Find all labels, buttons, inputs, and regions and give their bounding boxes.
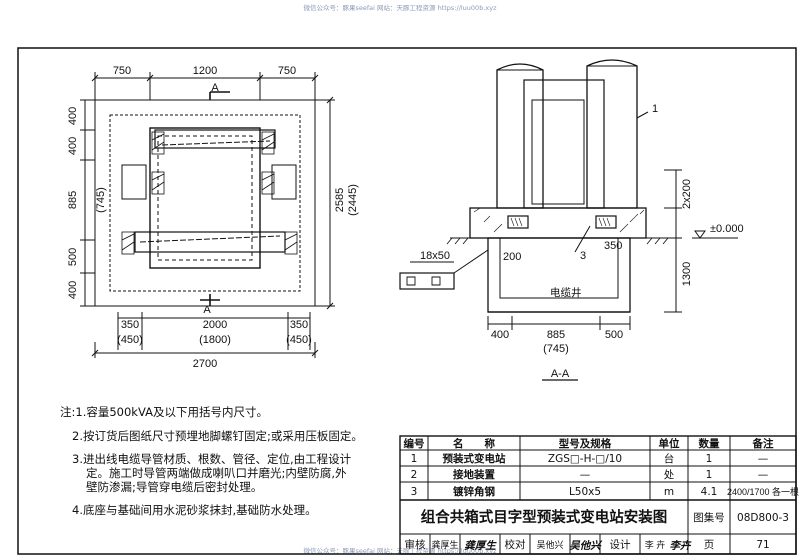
section-dim-bottom-1: 400 (491, 329, 509, 341)
table-row-1-remark: — (758, 453, 769, 465)
page-label: 页 (704, 539, 715, 551)
table-row-2-name: 接地装置 (453, 468, 495, 481)
plan-dim-bottom-3: 350 (290, 319, 308, 331)
atlas-number: 08D800-3 (737, 512, 789, 524)
table-row-3-model: L50x5 (569, 486, 601, 498)
plan-dim-top-2: 1200 (193, 65, 217, 77)
table-row-3-remark: 2400/1700 各一根 (727, 486, 799, 497)
section-view (399, 59, 738, 381)
table-header-qty: 数量 (698, 437, 720, 450)
plan-dim-bottom-2: 2000 (203, 319, 227, 331)
section-dim-2x200: 2x200 (681, 179, 693, 209)
plan-dim-bottom-1: 350 (121, 319, 139, 331)
table-row-2-remark: — (758, 469, 769, 481)
table-row-3-no: 3 (411, 486, 418, 498)
section-title: A-A (551, 368, 570, 380)
table-header-no: 编号 (404, 437, 425, 450)
plan-dim-total: 2700 (193, 358, 217, 370)
atlas-label: 图集号 (693, 511, 725, 524)
plan-dim-left-3: 885 (67, 191, 79, 209)
table-row-2-model: — (580, 469, 591, 481)
section-pit-label: 电缆井 (550, 286, 582, 299)
note-line-1: 注:1.容量500kVA及以下用括号内尺寸。 (60, 405, 268, 419)
plan-dim-left-3-alt: (745) (95, 187, 107, 213)
section-dim-350: 350 (604, 240, 622, 252)
section-elevation: ±0.000 (710, 223, 744, 235)
table-row-1-unit: 台 (664, 452, 675, 465)
section-dim-bottom-alt: (745) (543, 343, 569, 355)
sign-design-label: 设计 (610, 538, 631, 551)
sign-review-signature: 龚厚生 (464, 539, 497, 552)
sign-check-label: 校对 (505, 538, 526, 551)
table-row-3-qty: 4.1 (701, 486, 718, 498)
plan-left-dims: 400 400 885 (745) 500 400 (67, 107, 107, 299)
table-header-model: 型号及规格 (559, 437, 612, 450)
drawing-title: 组合共箱式目字型预装式变电站安装图 (421, 508, 668, 526)
section-callout-1: 1 (652, 103, 658, 115)
sign-review-name: 龚厚生 (431, 539, 458, 550)
plan-dim-right-alt: (2445) (347, 184, 359, 216)
table-row-2-no: 2 (411, 469, 418, 481)
plan-dim-bottom-3-alt: (450) (286, 334, 312, 346)
plan-dim-left-4: 500 (67, 248, 79, 266)
plan-dim-left-2: 400 (67, 137, 79, 155)
plan-dim-right: 2585 (334, 188, 346, 212)
table-row-2-unit: 处 (664, 469, 675, 481)
sign-design-name: 李 卉 (645, 539, 666, 550)
plan-view (80, 72, 335, 358)
table-row-2-qty: 1 (706, 469, 713, 481)
notes: 注:1.容量500kVA及以下用括号内尺寸。 2.按订货后图纸尺寸预埋地脚螺钉固… (60, 405, 363, 517)
table-row-1-name: 预装式变电站 (443, 452, 506, 465)
note-line-2: 2.按订货后图纸尺寸预埋地脚螺钉固定;或采用压板固定。 (72, 429, 363, 443)
plan-section-mark-bottom: A (203, 304, 211, 316)
table-row-3-unit: m (664, 486, 674, 498)
table-header-unit: 单位 (659, 437, 680, 450)
section-dim-1300: 1300 (681, 262, 693, 286)
table-row-3-name: 镀锌角钢 (453, 485, 495, 498)
sign-review-label: 审核 (405, 538, 426, 551)
note-line-4: 定。施工时导管两端做成喇叭口并磨光;内壁防腐,外 (86, 466, 347, 480)
table-row-1-no: 1 (411, 453, 418, 465)
sign-check-signature: 吴他兴 (569, 539, 603, 552)
watermark-top: 微信公众号：豚果seefai 网站：天豚工程资源 https://luu00b.… (303, 3, 497, 12)
section-angle-label: 18x50 (420, 250, 450, 262)
sign-check-name: 吴他兴 (536, 539, 563, 550)
plan-dim-top-3: 750 (278, 65, 296, 77)
page-number: 71 (756, 539, 769, 551)
table-row-1-qty: 1 (706, 453, 713, 465)
section-dim-bottom-3: 500 (605, 329, 623, 341)
title-block (399, 435, 797, 555)
section-callout-3: 3 (580, 250, 586, 262)
sign-design-signature: 李卉 (670, 539, 692, 552)
note-line-6: 4.底座与基础间用水泥砂浆抹封,基础防水处理。 (72, 503, 317, 517)
table-header-remark: 备注 (752, 437, 774, 450)
plan-dim-bottom-2-alt: (1800) (199, 334, 231, 346)
plan-dim-left-5: 400 (67, 281, 79, 299)
plan-dim-bottom-1-alt: (450) (117, 334, 143, 346)
section-dim-200: 200 (503, 251, 521, 263)
table-header-name: 名 称 (453, 437, 495, 450)
plan-dim-top-1: 750 (113, 65, 131, 77)
note-line-5: 壁防渗漏;导管穿电缆后密封处理。 (86, 480, 262, 494)
note-line-3: 3.进出线电缆导管材质、根数、管径、定位,由工程设计 (72, 452, 352, 466)
plan-section-mark-top: A (211, 82, 219, 94)
table-row-1-model: ZGS□-H-□/10 (548, 453, 622, 465)
plan-dim-left-1: 400 (67, 107, 79, 125)
section-dim-bottom-2: 885 (547, 329, 565, 341)
